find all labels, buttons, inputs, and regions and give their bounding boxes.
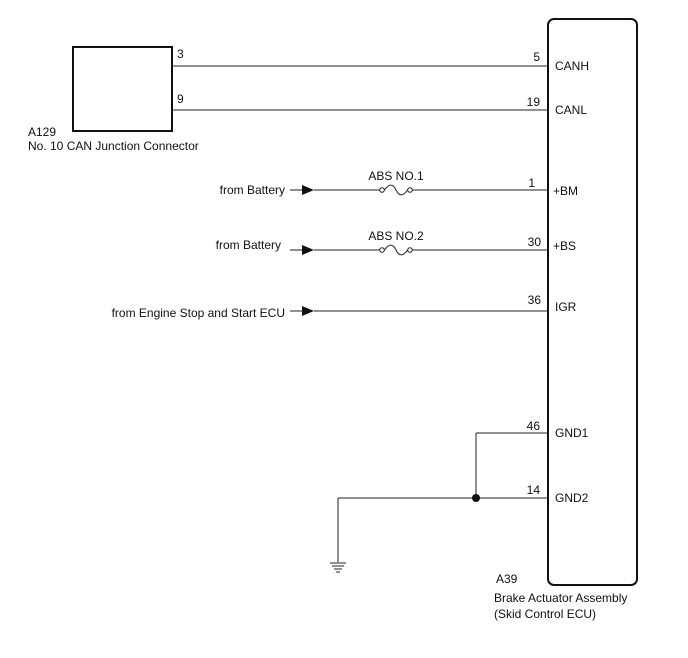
ecu-pin-bm-number: 1 [528, 176, 535, 190]
fuse-label-abs-no1: ABS NO.1 [368, 169, 424, 183]
fuse-terminal-left [379, 247, 385, 253]
junction-name: No. 10 CAN Junction Connector [28, 139, 199, 153]
fuse-icon [384, 184, 408, 196]
fuse-terminal-left [379, 187, 385, 193]
ecu-code: A39 [496, 572, 518, 586]
input-from-engine-stop-start-ecu: from Engine Stop and Start ECU [112, 306, 285, 320]
ecu-pin-bs-name: +BS [553, 239, 576, 253]
junction-connector-box [72, 46, 173, 132]
ecu-pin-canl-number: 19 [527, 95, 541, 109]
input-from-battery-2: from Battery [216, 238, 281, 252]
arrow-icon [302, 185, 314, 195]
ecu-pin-igr-number: 36 [528, 293, 542, 307]
ecu-pin-gnd2-number: 14 [527, 483, 541, 497]
ecu-box [547, 18, 638, 586]
arrow-icon [302, 245, 314, 255]
junction-pin-3: 3 [177, 47, 184, 61]
ecu-pin-canh-number: 5 [533, 50, 540, 64]
ecu-pin-gnd2-name: GND2 [555, 491, 589, 505]
ecu-name-line1: Brake Actuator Assembly [494, 591, 627, 605]
input-from-battery-1: from Battery [220, 183, 285, 197]
ecu-pin-gnd1-name: GND1 [555, 426, 589, 440]
fuse-label-abs-no2: ABS NO.2 [368, 229, 424, 243]
ecu-pin-canl-name: CANL [555, 103, 587, 117]
splice-point [472, 494, 480, 502]
junction-pin-9: 9 [177, 92, 184, 106]
arrow-icon [302, 306, 314, 316]
ecu-pin-bs-number: 30 [528, 235, 542, 249]
ecu-pin-igr-name: IGR [555, 300, 577, 314]
ground-icon [330, 562, 346, 573]
ecu-name-line2: (Skid Control ECU) [494, 607, 596, 621]
fuse-terminal-right [407, 247, 413, 253]
fuse-icon [384, 244, 408, 256]
junction-code: A129 [28, 125, 56, 139]
ecu-pin-bm-name: +BM [553, 184, 578, 198]
ecu-pin-gnd1-number: 46 [527, 419, 541, 433]
ecu-pin-canh-name: CANH [555, 59, 589, 73]
fuse-terminal-right [407, 187, 413, 193]
